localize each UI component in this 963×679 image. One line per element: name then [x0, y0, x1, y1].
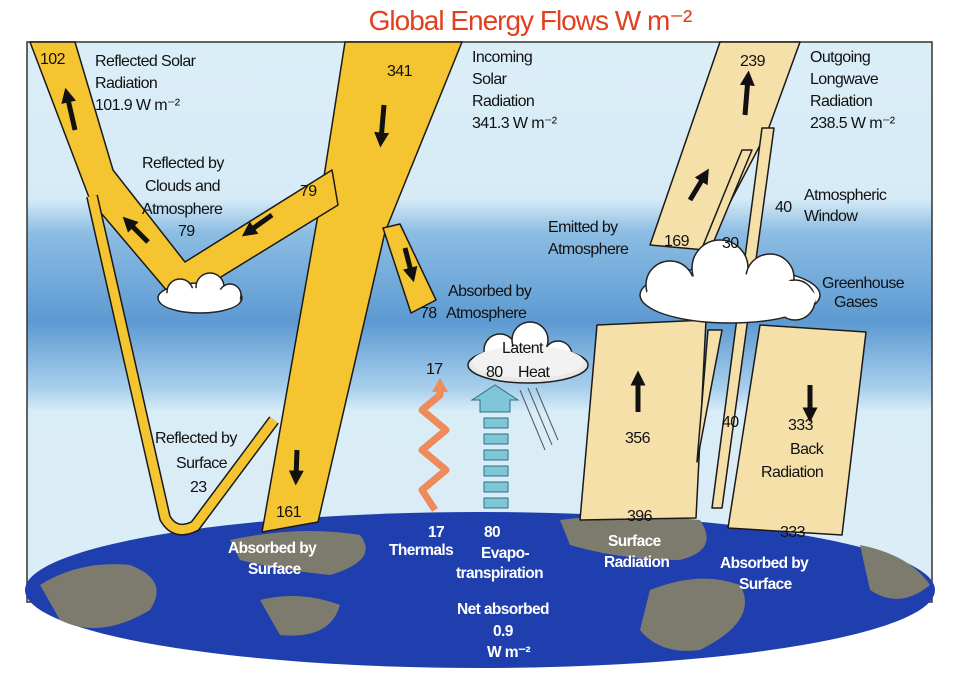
- surface-radiation-label: Radiation: [604, 554, 669, 571]
- greenhouse-label: Gases: [834, 294, 878, 311]
- flow-arrows: [61, 70, 818, 486]
- back-radiation-beam: [727, 324, 867, 536]
- incoming-solar-value: 341: [387, 63, 413, 80]
- labels: 102 Reflected Solar Radiation 101.9 W m⁻…: [40, 49, 905, 661]
- back-radiation-label: Radiation: [761, 464, 823, 481]
- latent-heat-label: Latent: [502, 340, 544, 357]
- reflected-solar-label: Reflected Solar: [95, 53, 197, 70]
- reflected-clouds-value: 79: [178, 223, 195, 240]
- net-absorbed-value: 0.9: [493, 623, 514, 640]
- window-surface-value: 40: [722, 414, 739, 431]
- diagram-title: Global Energy Flows W m⁻²: [369, 5, 692, 36]
- cloud-right-icon: [639, 239, 821, 324]
- net-absorbed-label: Net absorbed: [457, 601, 549, 618]
- thermals-arrow-icon: [418, 388, 450, 512]
- reflected-clouds-label: Reflected by: [142, 155, 224, 172]
- reflected-solar-amount: 101.9 W m⁻²: [95, 97, 181, 114]
- absorbed-surface-label: Surface: [248, 561, 302, 578]
- surface-radiation-value: 396: [627, 508, 653, 525]
- latent-heat-label: Heat: [518, 364, 551, 381]
- net-absorbed-unit: W m⁻²: [487, 644, 530, 661]
- cloud-left-icon: [157, 272, 243, 314]
- evapotranspiration-value: 80: [484, 524, 500, 541]
- surface-radiation-beam: [579, 319, 707, 521]
- reflected-solar-value: 102: [40, 51, 66, 68]
- arrow-up-icon: [122, 216, 150, 244]
- reflected-surface-label: Reflected by: [155, 430, 237, 447]
- emitted-atmosphere-label: Emitted by: [548, 219, 618, 236]
- surface-radiation-label: Surface: [608, 533, 662, 550]
- arrow-down-icon: [402, 247, 418, 283]
- arrow-down-icon: [374, 104, 390, 148]
- reflected-solar-label: Radiation: [95, 75, 157, 92]
- arrow-up-icon: [739, 70, 755, 116]
- atmospheric-window-label: Window: [804, 208, 858, 225]
- latent-heat-value: 80: [486, 364, 503, 381]
- thermals-value: 17: [428, 524, 444, 541]
- reflected-clouds-label: Atmosphere: [142, 201, 223, 218]
- emitted-atmosphere-label: Atmosphere: [548, 241, 629, 258]
- incoming-solar-label: Radiation: [472, 93, 534, 110]
- evapotranspiration-label: Evapo-: [481, 545, 530, 562]
- thermals-top-value: 17: [426, 361, 443, 378]
- absorbed-back-value: 333: [780, 524, 806, 541]
- thermals-label: Thermals: [389, 542, 453, 559]
- absorbed-surface-value: 161: [276, 504, 302, 521]
- reflected-clouds-arm-value: 79: [300, 183, 317, 200]
- evapotranspiration-label: transpiration: [456, 565, 543, 582]
- reflected-surface-value: 23: [190, 479, 207, 496]
- arrow-up-icon: [61, 87, 78, 131]
- outgoing-longwave-label: Outgoing: [810, 49, 870, 66]
- arrow-up-icon: [687, 168, 709, 202]
- outgoing-longwave-label: Radiation: [810, 93, 872, 110]
- back-radiation-value: 333: [788, 417, 814, 434]
- atmospheric-window-value: 40: [775, 199, 792, 216]
- incoming-solar-label: Solar: [472, 71, 508, 88]
- outgoing-longwave-beam: [649, 41, 801, 251]
- absorbed-atmosphere-label: Absorbed by: [448, 283, 532, 300]
- outgoing-longwave-amount: 238.5 W m⁻²: [810, 115, 896, 132]
- emitted-atmosphere-value: 169: [664, 233, 690, 250]
- outgoing-longwave-label: Longwave: [810, 71, 879, 88]
- incoming-solar-amount: 341.3 W m⁻²: [472, 115, 558, 132]
- greenhouse-label: Greenhouse: [822, 275, 905, 292]
- absorbed-back-label: Absorbed by: [720, 555, 809, 572]
- surface-radiation-up-value: 356: [625, 430, 651, 447]
- incoming-solar-label: Incoming: [472, 49, 532, 66]
- absorbed-atmosphere-value: 78: [420, 305, 437, 322]
- emitted-30-value: 30: [722, 235, 739, 252]
- atmospheric-window-label: Atmospheric: [804, 187, 887, 204]
- absorbed-atmosphere-label: Atmosphere: [446, 305, 527, 322]
- reflected-clouds-label: Clouds and: [145, 178, 220, 195]
- window-from-surface-wedge: [696, 329, 723, 463]
- evapotranspiration-arrow-icon: [470, 384, 520, 509]
- latent-heat-cloud-icon: [467, 321, 589, 451]
- absorbed-back-label: Surface: [739, 576, 793, 593]
- earth-globe: [25, 512, 935, 668]
- arrow-down-icon: [241, 212, 274, 237]
- reflected-clouds-beam: [29, 41, 339, 297]
- reflected-surface-label: Surface: [176, 455, 228, 472]
- absorbed-surface-label: Absorbed by: [228, 540, 317, 557]
- arrow-down-icon: [288, 449, 304, 486]
- back-radiation-label: Back: [790, 441, 825, 458]
- outgoing-longwave-value: 239: [740, 53, 766, 70]
